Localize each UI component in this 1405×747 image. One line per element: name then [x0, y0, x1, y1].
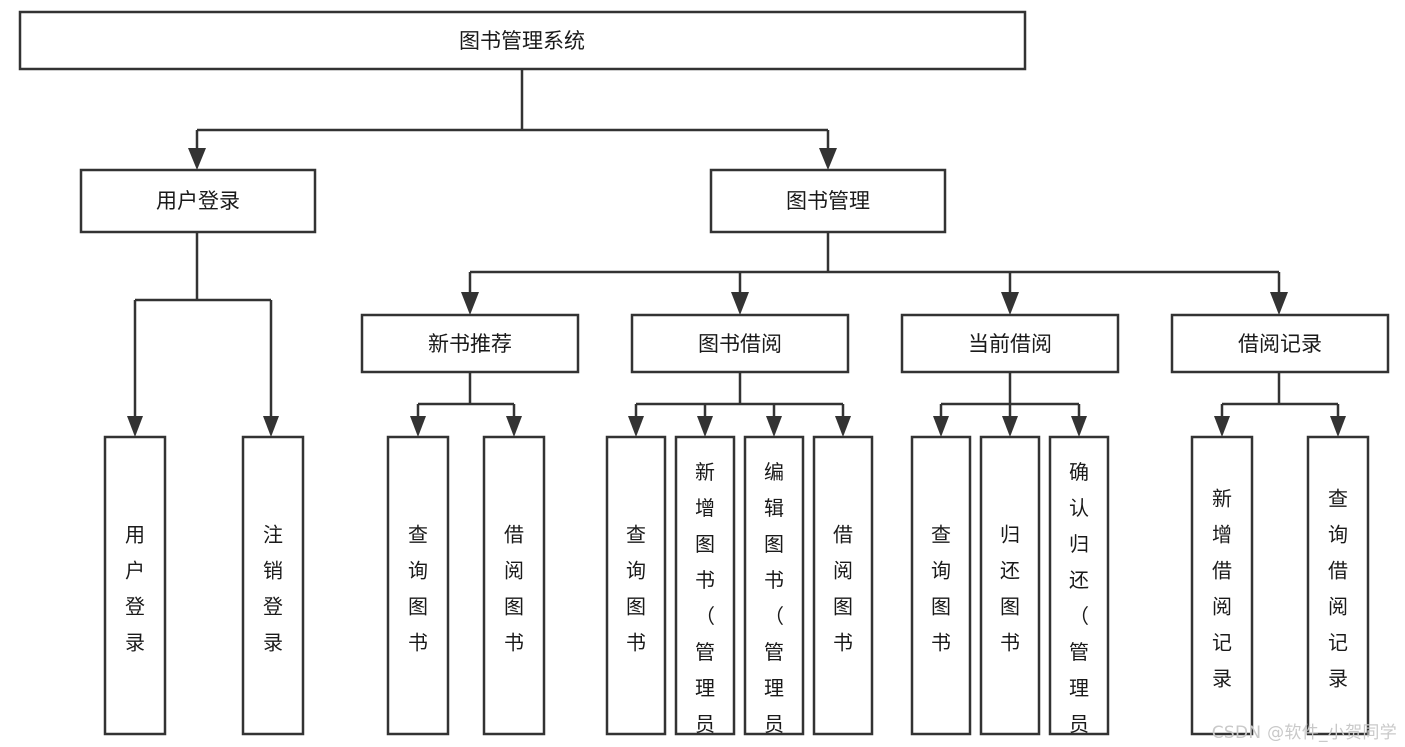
node-new-book-recommend-label: 新书推荐	[428, 332, 512, 356]
leaf-borrow-book-2-label: 借阅图书	[833, 523, 853, 655]
node-book-management[interactable]: 图书管理	[709, 168, 947, 234]
node-new-book-recommend[interactable]: 新书推荐	[360, 313, 580, 374]
arrowhead-leaf-user-login	[127, 416, 143, 437]
leaf-borrow-book-1-label: 借阅图书	[504, 523, 524, 655]
leaf-query-record[interactable]: 查询借阅记录	[1306, 435, 1370, 736]
leaf-add-book[interactable]: 新增图书（管理员）	[674, 435, 736, 747]
leaf-query-record-label: 查询借阅记录	[1328, 487, 1348, 691]
leaf-logout-login-label: 注销登录	[263, 523, 283, 655]
node-user-login-label: 用户登录	[156, 189, 240, 213]
node-book-borrow-label: 图书借阅	[698, 332, 782, 356]
node-book-borrow[interactable]: 图书借阅	[630, 313, 850, 374]
arrowhead-book-management	[819, 148, 837, 170]
arrowhead-leaf-query-record	[1330, 416, 1346, 437]
leaf-query-book-2-label: 查询图书	[626, 523, 646, 655]
node-borrow-record[interactable]: 借阅记录	[1170, 313, 1390, 374]
arrowhead-leaf-edit-book	[766, 416, 782, 437]
node-book-management-label: 图书管理	[786, 189, 870, 213]
arrowhead-leaf-query-book-3	[933, 416, 949, 437]
leaf-borrow-book-1[interactable]: 借阅图书	[482, 435, 546, 736]
arrowhead-leaf-borrow-book-2	[835, 416, 851, 437]
leaf-borrow-book-2[interactable]: 借阅图书	[812, 435, 874, 736]
arrowhead-leaf-add-record	[1214, 416, 1230, 437]
node-borrow-record-label: 借阅记录	[1238, 332, 1322, 356]
leaf-confirm-return[interactable]: 确认归还（管理员）	[1048, 435, 1110, 747]
connector-layer	[127, 69, 1346, 437]
leaf-return-book[interactable]: 归还图书	[979, 435, 1041, 736]
leaf-user-login[interactable]: 用户登录	[103, 435, 167, 736]
arrowhead-leaf-confirm-return	[1071, 416, 1087, 437]
leaf-edit-book[interactable]: 编辑图书（管理员）	[743, 435, 805, 747]
arrowhead-leaf-logout-login	[263, 416, 279, 437]
arrowhead-current-borrow	[1001, 292, 1019, 315]
leaf-query-book-3-label: 查询图书	[931, 523, 951, 655]
node-current-borrow-label: 当前借阅	[968, 332, 1052, 356]
csdn-watermark: CSDN @软件_小贺同学	[1211, 723, 1397, 743]
arrowhead-leaf-add-book	[697, 416, 713, 437]
arrowhead-new-book-recommend	[461, 292, 479, 315]
arrowhead-leaf-return-book	[1002, 416, 1018, 437]
arrowhead-borrow-record	[1270, 292, 1288, 315]
node-root[interactable]: 图书管理系统	[18, 10, 1027, 71]
leaf-query-book-2[interactable]: 查询图书	[605, 435, 667, 736]
leaf-confirm-return-label: 确认归还（管理员）	[1069, 460, 1089, 747]
node-user-login[interactable]: 用户登录	[79, 168, 317, 234]
leaf-query-book-3[interactable]: 查询图书	[910, 435, 972, 736]
leaf-add-record-label: 新增借阅记录	[1212, 487, 1232, 691]
leaf-query-book-1[interactable]: 查询图书	[386, 435, 450, 736]
leaf-logout-login[interactable]: 注销登录	[241, 435, 305, 736]
node-current-borrow[interactable]: 当前借阅	[900, 313, 1120, 374]
arrowhead-leaf-query-book-2	[628, 416, 644, 437]
leaf-edit-book-label: 编辑图书（管理员）	[764, 460, 784, 747]
arrowhead-book-borrow	[731, 292, 749, 315]
arrowhead-user-login	[188, 148, 206, 170]
leaf-query-book-1-label: 查询图书	[408, 523, 428, 655]
leaf-add-record[interactable]: 新增借阅记录	[1190, 435, 1254, 736]
leaf-user-login-label: 用户登录	[125, 523, 145, 655]
leaf-return-book-label: 归还图书	[1000, 523, 1020, 655]
leaf-add-book-label: 新增图书（管理员）	[695, 460, 715, 747]
arrowhead-leaf-query-book-1	[410, 416, 426, 437]
node-root-label: 图书管理系统	[459, 29, 585, 53]
arrowhead-leaf-borrow-book-1	[506, 416, 522, 437]
